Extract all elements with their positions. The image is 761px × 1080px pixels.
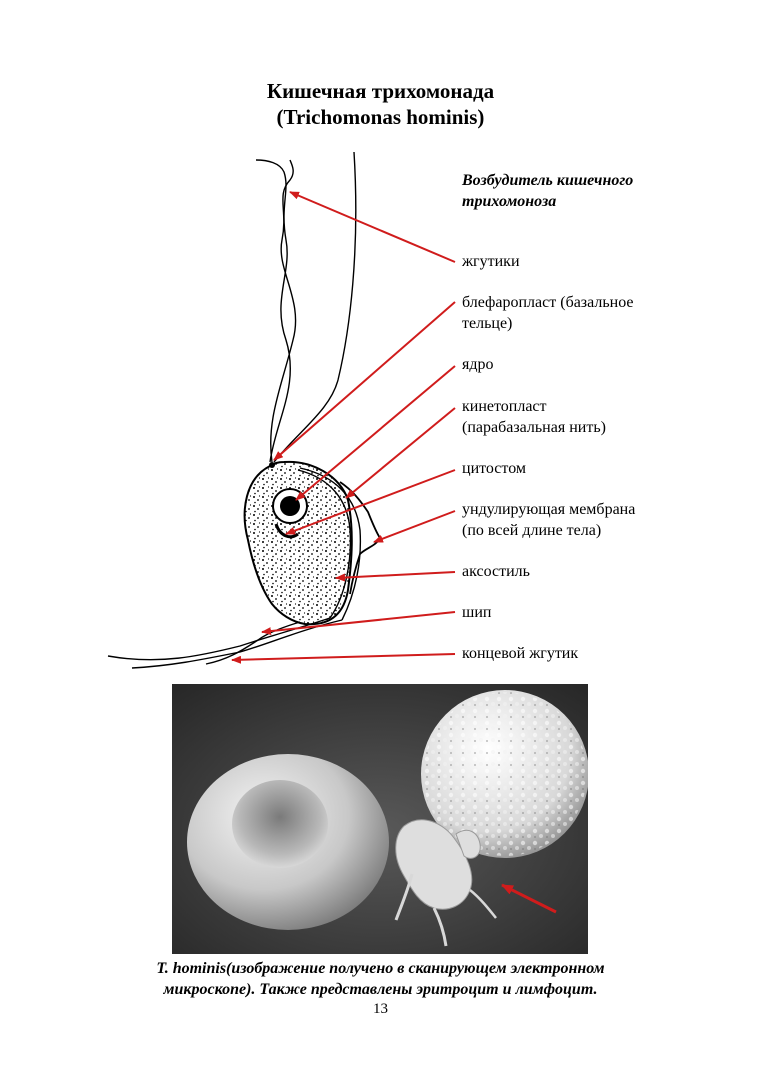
pointer-arrows [231, 191, 456, 664]
label-kinetoplast-line-1: кинетопласт [462, 398, 547, 415]
terminal-flagellum-lines [107, 617, 343, 669]
caption-line-1: T. hominis(изображение получено в сканир… [156, 960, 605, 977]
label-axostyle: аксостиль [462, 563, 530, 580]
label-flagella: жгутики [462, 253, 520, 270]
label-kinetoplast-line-2: (парабазальная нить) [462, 419, 606, 436]
erythrocyte-dimple [232, 780, 328, 868]
arrow-terminal-flagellum [231, 653, 456, 664]
trichomonas-organism [394, 819, 497, 947]
arrow-axostyle [335, 571, 456, 582]
arrow-kinetoplast [345, 407, 456, 499]
arrow-blepharoplast [273, 301, 456, 461]
label-cytostome: цитостом [462, 460, 527, 477]
flagella-lines [255, 151, 357, 463]
arrow-flagella [289, 191, 456, 263]
electron-micrograph [172, 684, 588, 954]
arrow-membrane [373, 510, 456, 543]
arrow-organism [501, 883, 557, 914]
label-terminal-flagellum: концевой жгутик [462, 645, 579, 662]
page-number: 13 [373, 1001, 388, 1017]
label-membrane-line-2: (по всей длине тела) [462, 522, 602, 539]
label-blepharoplast-line-1: блефаропласт (базальное [462, 294, 634, 311]
page-title-line-1: Кишечная трихомонада [266, 79, 495, 103]
label-spine: шип [462, 604, 492, 621]
label-nucleus: ядро [462, 356, 494, 373]
arrow-spine [261, 611, 456, 636]
pathogen-subtitle: Возбудитель кишечного трихомоноза [462, 170, 702, 212]
trichomonas-diagram [107, 151, 456, 669]
label-blepharoplast-line-2: тельце) [462, 315, 513, 332]
label-membrane-line-1: ундулирующая мембрана [462, 501, 636, 518]
arrow-cytostome [285, 469, 456, 535]
caption-line-2: микроскопе). Также представлены эритроци… [163, 981, 598, 998]
subtitle-line-1: Возбудитель кишечного [462, 172, 634, 189]
page-title-line-2: (Trichomonas hominis) [276, 105, 485, 129]
arrow-nucleus [295, 365, 456, 501]
subtitle-line-2: трихомоноза [462, 193, 557, 210]
